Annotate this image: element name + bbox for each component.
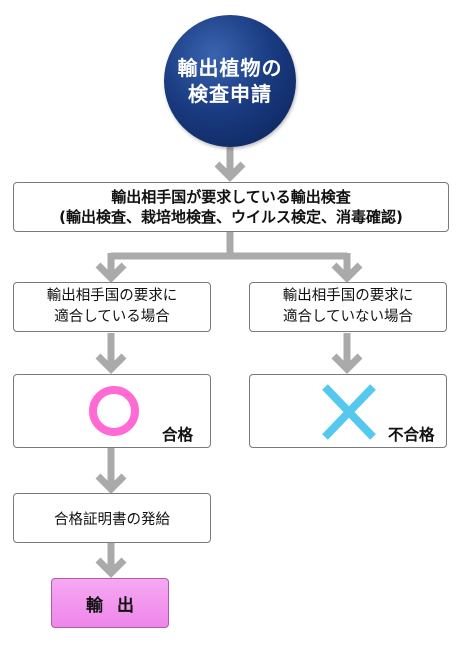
arrowhead-branch-left bbox=[95, 262, 127, 283]
arrowhead-fail-result bbox=[331, 353, 363, 374]
condition-pass-node: 輸出相手国の要求に 適合している場合 bbox=[13, 282, 211, 332]
arrowhead-start-to-requirement bbox=[214, 161, 246, 182]
condition-pass-line2: 適合している場合 bbox=[54, 309, 170, 325]
arrowhead-pass-result bbox=[95, 353, 127, 374]
result-pass-label: 合格 bbox=[162, 426, 194, 444]
certificate-issuance-node: 合格証明書の発給 bbox=[13, 493, 211, 543]
fail-cross-icon bbox=[322, 384, 376, 440]
start-node-inspection-application: 輸出植物の 検査申請 bbox=[164, 15, 296, 147]
result-fail-node: 不合格 bbox=[249, 374, 447, 448]
result-fail-label: 不合格 bbox=[388, 426, 435, 444]
export-node: 輸出 bbox=[51, 578, 169, 628]
export-label: 輸出 bbox=[86, 595, 148, 616]
condition-fail-node: 輸出相手国の要求に 適合していない場合 bbox=[249, 282, 447, 332]
start-node-line1: 輸出植物の bbox=[177, 56, 283, 80]
condition-fail-line2: 適合していない場合 bbox=[282, 309, 414, 325]
condition-pass-line1: 輸出相手国の要求に bbox=[46, 288, 178, 304]
arrowhead-export bbox=[95, 557, 127, 578]
arrowhead-certificate bbox=[95, 473, 127, 494]
certificate-label: 合格証明書の発給 bbox=[54, 511, 170, 528]
result-pass-node: 合格 bbox=[13, 374, 211, 448]
requirement-line2: (輸出検査、栽培地検査、ウイルス検定、消毒確認) bbox=[59, 208, 403, 226]
pass-circle-icon bbox=[89, 386, 139, 436]
requirement-line1: 輸出相手国が要求している輸出検査 bbox=[111, 188, 351, 206]
arrowhead-branch-right bbox=[331, 262, 363, 283]
requirement-node: 輸出相手国が要求している輸出検査 (輸出検査、栽培地検査、ウイルス検定、消毒確認… bbox=[13, 182, 449, 232]
start-node-line2: 検査申請 bbox=[188, 82, 272, 106]
condition-fail-line1: 輸出相手国の要求に bbox=[282, 288, 414, 304]
